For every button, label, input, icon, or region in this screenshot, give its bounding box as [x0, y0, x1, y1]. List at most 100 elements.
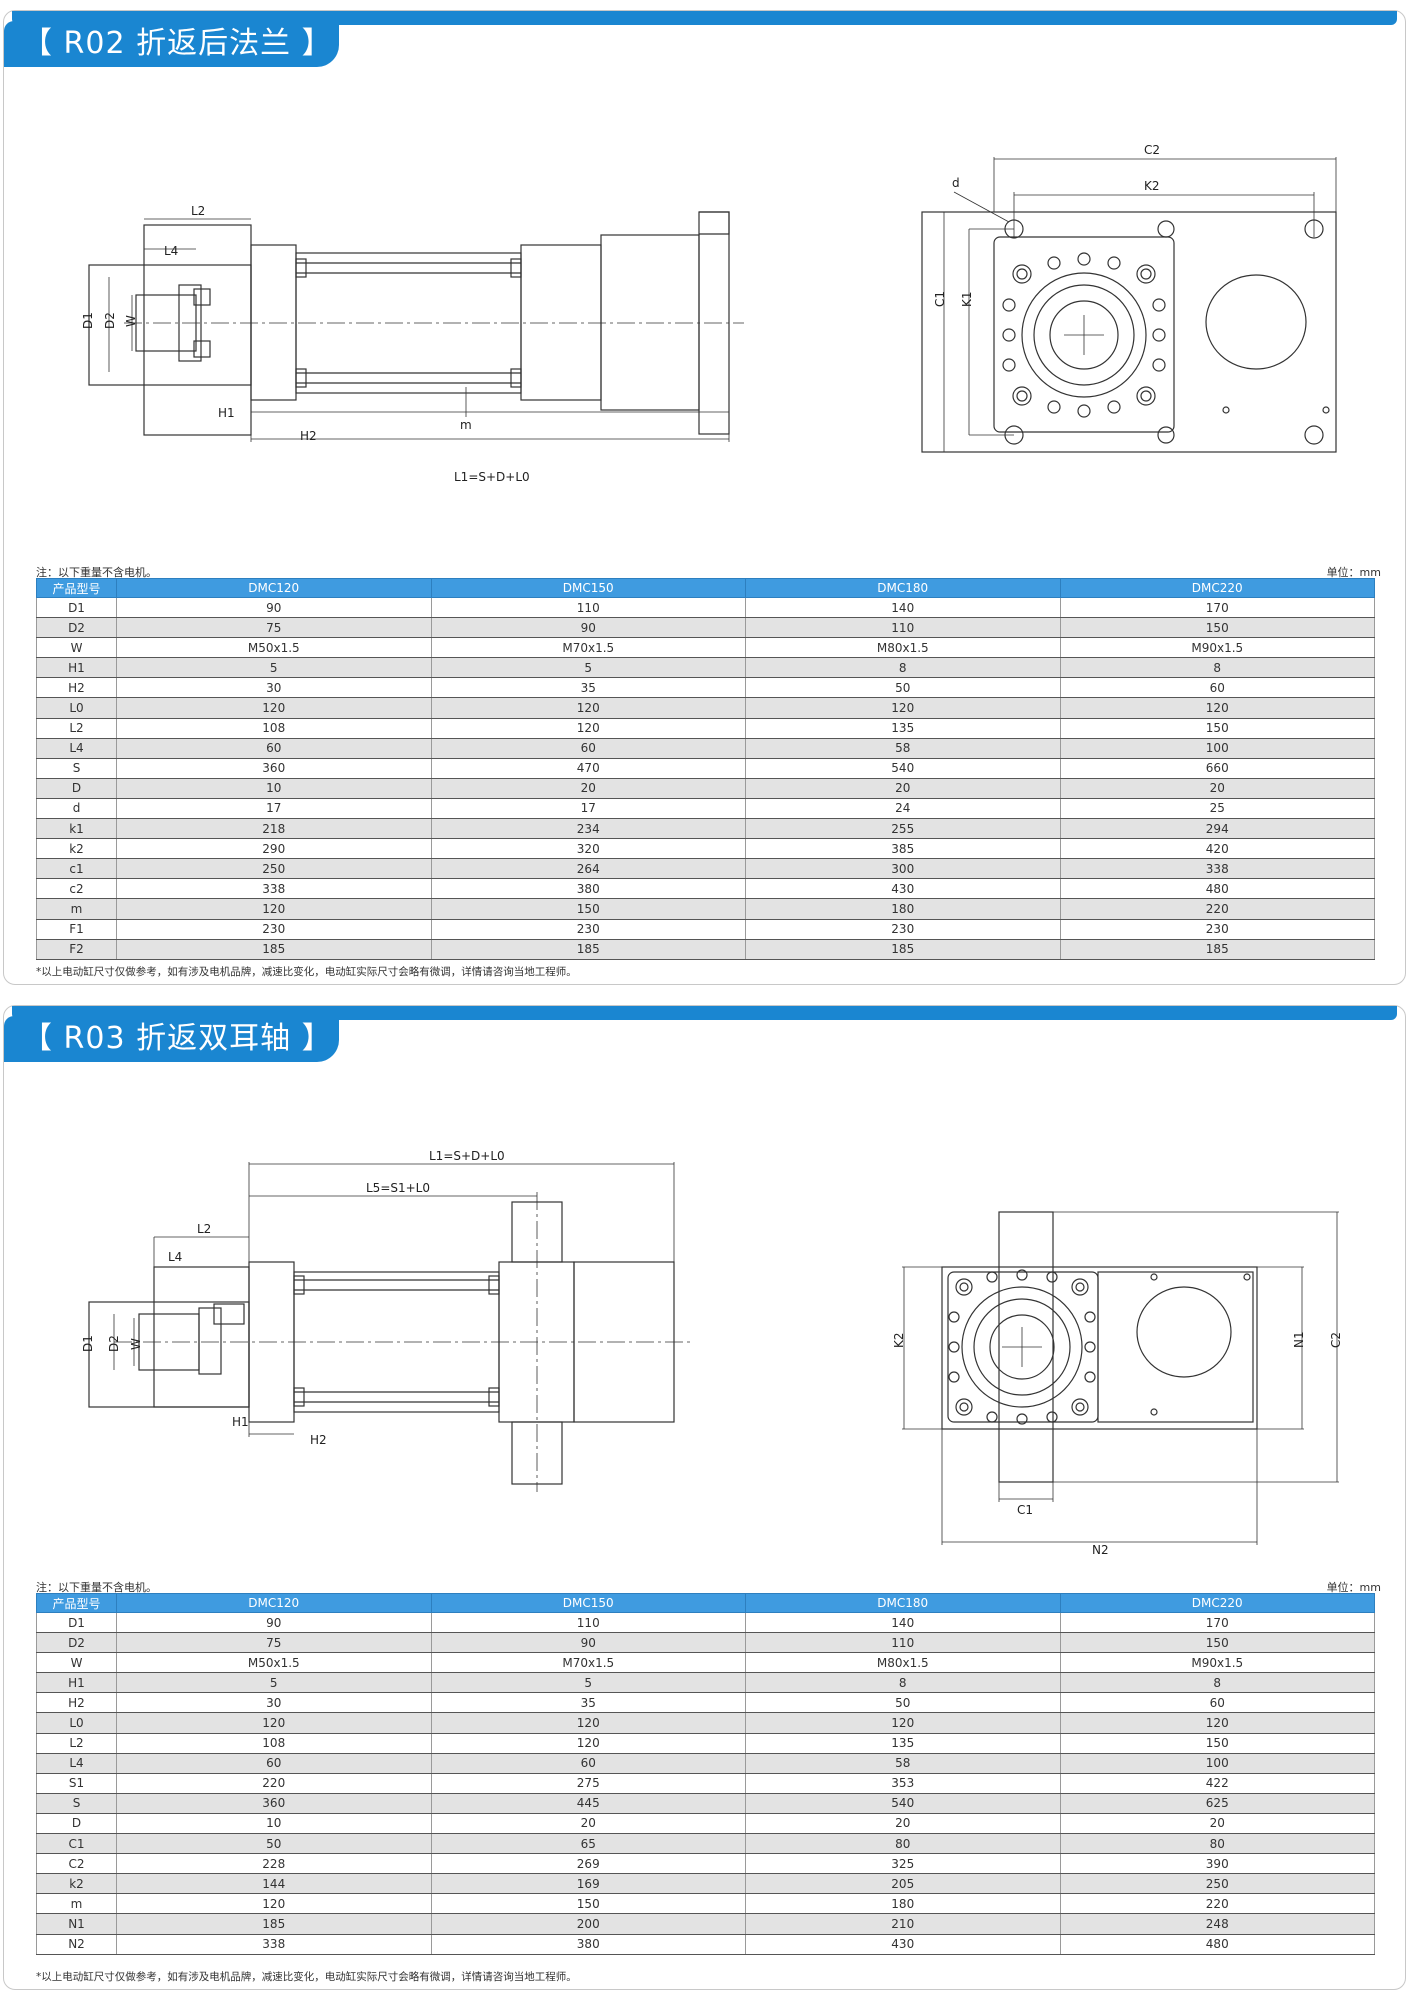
table-cell: 380: [430, 1934, 746, 1955]
row-label-cell: k2: [36, 1873, 117, 1895]
section-r02: 【 R02 折返后法兰 】: [3, 10, 1406, 985]
dim-label: L1=S+D+L0: [429, 1149, 505, 1163]
dim-label: C2: [1329, 1332, 1343, 1348]
row-label-cell: k1: [36, 818, 117, 840]
table-cell: 35: [430, 677, 746, 699]
row-label-cell: k2: [36, 838, 117, 860]
table-cell: 385: [745, 838, 1061, 860]
dim-label: D2: [107, 1335, 121, 1352]
section-top-bar: [12, 1006, 1397, 1020]
row-label-cell: H1: [36, 1672, 117, 1694]
table-cell: 120: [116, 1712, 432, 1734]
dim-label: L4: [168, 1250, 182, 1264]
table-cell: 135: [745, 1733, 1061, 1754]
table-cell: 80: [745, 1833, 1061, 1855]
weight-note: 注：以下重量不含电机。: [36, 566, 157, 579]
table-cell: 17: [430, 798, 746, 820]
row-label-cell: D1: [36, 597, 117, 619]
row-label-cell: m: [36, 1893, 117, 1915]
row-label-cell: W: [36, 1652, 117, 1674]
dim-label: H2: [300, 429, 317, 443]
unit-label: 单位：mm: [1326, 1581, 1381, 1594]
table-cell: 150: [1059, 1632, 1375, 1654]
table-cell: 250: [116, 858, 432, 880]
table-cell: 220: [116, 1773, 432, 1794]
table-cell: 150: [1059, 617, 1375, 639]
table-cell: 10: [116, 1813, 432, 1835]
dim-label: W: [129, 1338, 143, 1350]
table-cell: 120: [745, 697, 1061, 719]
section-title: 【 R03 折返双耳轴 】: [22, 1021, 333, 1056]
table-cell: 325: [745, 1853, 1061, 1875]
table-cell: M70x1.5: [430, 637, 746, 659]
table-cell: 470: [430, 758, 746, 779]
table-cell: 422: [1059, 1773, 1375, 1794]
table-cell: 120: [116, 1893, 432, 1915]
table-cell: 30: [116, 1692, 432, 1714]
row-label-cell: d: [36, 798, 117, 820]
table-header-cell: 产品型号: [36, 578, 117, 598]
row-label-cell: S1: [36, 1773, 117, 1794]
dim-label: D1: [81, 1335, 95, 1352]
dim-label: L5=S1+L0: [366, 1181, 430, 1195]
table-cell: 100: [1059, 1753, 1375, 1774]
table-header-cell: DMC220: [1059, 1593, 1375, 1613]
table-cell: 8: [745, 1672, 1061, 1694]
table-cell: 60: [430, 738, 746, 759]
table-header-cell: DMC220: [1059, 578, 1375, 598]
table-cell: 144: [116, 1873, 432, 1895]
table-cell: 50: [745, 1692, 1061, 1714]
row-label-cell: W: [36, 637, 117, 659]
table-cell: 100: [1059, 738, 1375, 759]
table-cell: 420: [1059, 838, 1375, 860]
table-cell: 20: [430, 1813, 746, 1835]
section-top-bar: [12, 11, 1397, 25]
table-cell: 430: [745, 878, 1061, 900]
table-cell: 255: [745, 818, 1061, 840]
table-cell: 338: [116, 1934, 432, 1955]
table-cell: 220: [1059, 898, 1375, 920]
table-cell: 250: [1059, 1873, 1375, 1895]
table-header-cell: DMC120: [116, 1593, 432, 1613]
table-cell: 35: [430, 1692, 746, 1714]
table-cell: 180: [745, 1893, 1061, 1915]
dim-label: N2: [1092, 1543, 1109, 1557]
table-header-cell: DMC120: [116, 578, 432, 598]
dim-label: C1: [1017, 1503, 1033, 1517]
row-label-cell: C1: [36, 1833, 117, 1855]
table-cell: 290: [116, 838, 432, 860]
dim-label: K1: [960, 291, 974, 307]
row-label-cell: L0: [36, 1712, 117, 1734]
row-label-cell: D1: [36, 1612, 117, 1634]
table-cell: 220: [1059, 1893, 1375, 1915]
table-cell: 218: [116, 818, 432, 840]
table-cell: 185: [116, 1913, 432, 1935]
table-cell: 20: [430, 778, 746, 799]
table-cell: 20: [745, 1813, 1061, 1835]
weight-note: 注：以下重量不含电机。: [36, 1581, 157, 1594]
row-label-cell: F2: [36, 939, 117, 960]
table-cell: 338: [1059, 858, 1375, 880]
table-cell: 120: [745, 1712, 1061, 1734]
table-header-cell: DMC150: [430, 578, 746, 598]
table-cell: 269: [430, 1853, 746, 1875]
unit-label: 单位：mm: [1326, 566, 1381, 579]
table-cell: 60: [1059, 677, 1375, 699]
table-cell: 120: [116, 697, 432, 719]
